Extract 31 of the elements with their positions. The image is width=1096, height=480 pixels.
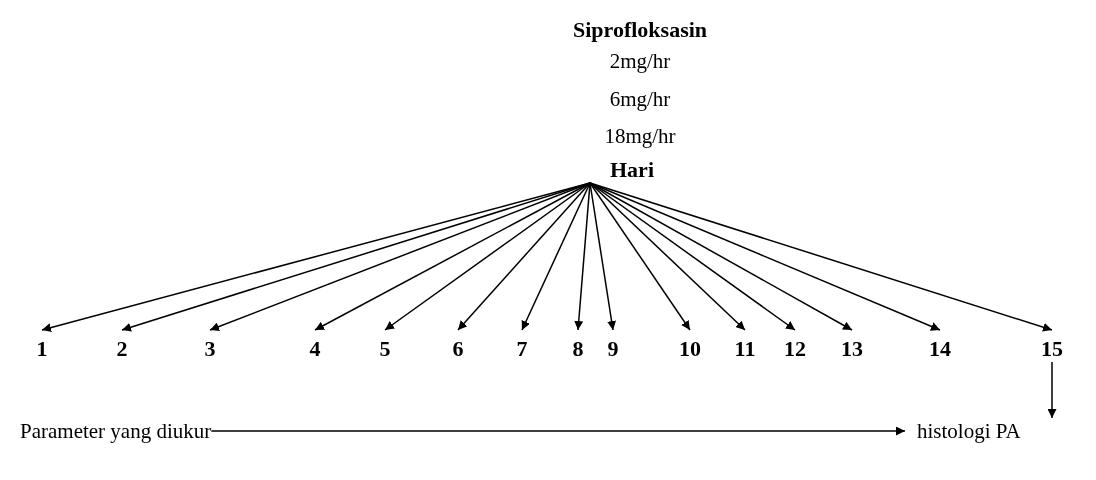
day-number: 14 — [920, 330, 960, 362]
text-label: Parameter yang diukur — [20, 418, 212, 444]
dose-label: 2mg/hr — [609, 49, 671, 74]
arrow — [314, 182, 591, 331]
day-number: 12 — [775, 330, 815, 362]
day-number: 15 — [1032, 330, 1072, 362]
day-number: 1 — [22, 330, 62, 362]
dose-label: 6mg/hr — [609, 87, 671, 112]
arrow — [457, 182, 591, 331]
day-number: 13 — [832, 330, 872, 362]
day-number: 4 — [295, 330, 335, 362]
dose-label: 18mg/hr — [604, 124, 676, 149]
arrow — [589, 182, 617, 331]
day-number: 5 — [365, 330, 405, 362]
day-number: 2 — [102, 330, 142, 362]
day-heading: Hari — [590, 157, 654, 183]
day-number: 11 — [725, 330, 765, 362]
arrow — [589, 182, 1053, 332]
arrow — [210, 426, 906, 436]
text-label: histologi PA — [905, 418, 1077, 444]
arrow — [521, 182, 591, 331]
arrow — [1047, 361, 1057, 419]
arrow — [589, 182, 691, 331]
day-number: 6 — [438, 330, 478, 362]
arrow — [574, 182, 591, 331]
drug-name: Siprofloksasin — [572, 17, 708, 43]
day-number: 7 — [502, 330, 542, 362]
arrow — [589, 182, 746, 331]
day-number: 3 — [190, 330, 230, 362]
arrow — [589, 182, 853, 331]
day-number: 10 — [670, 330, 710, 362]
